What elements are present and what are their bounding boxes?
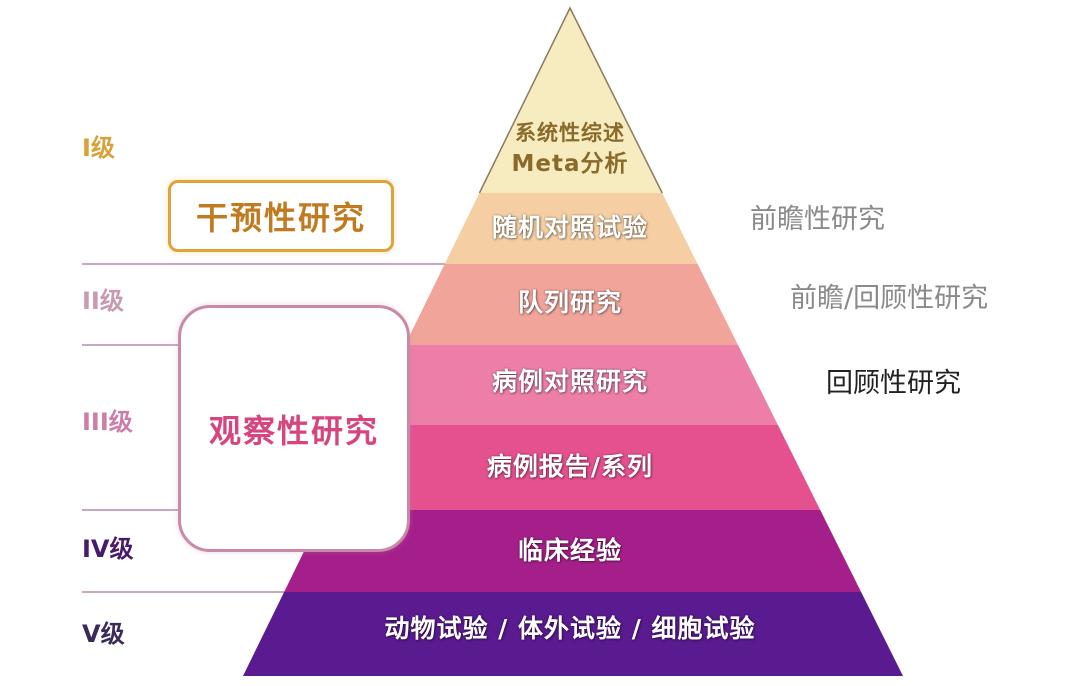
level-label-2: II级: [82, 287, 124, 315]
intervention-study-box: 干预性研究: [168, 180, 394, 252]
direction-label-retrospective: 回顾性研究: [826, 368, 961, 399]
tier-label-systematic-review-line1: 系统性综述: [515, 121, 625, 145]
tier-label-clinical-experience: 临床经验: [517, 536, 622, 565]
level-label-1: I级: [82, 134, 115, 162]
pyramid-tier-7: [243, 592, 903, 676]
pyramid-tier-2: [444, 193, 698, 264]
direction-label-prospective: 前瞻性研究: [750, 204, 885, 235]
level-label-5: V级: [82, 620, 125, 648]
pyramid-tier-5: [324, 425, 821, 510]
tier-label-animal-invitro-cell: 动物试验 / 体外试验 / 细胞试验: [384, 614, 756, 643]
tier-label-systematic-review: 系统性综述 Meta分析: [440, 118, 700, 182]
pyramid-tier-6: [284, 510, 862, 592]
intervention-study-label: 干预性研究: [195, 199, 366, 237]
direction-label-prospective-retrospective: 前瞻/回顾性研究: [790, 283, 989, 314]
level-label-4: IV级: [82, 535, 134, 563]
level-label-3: III级: [82, 408, 133, 436]
observational-study-label: 观察性研究: [208, 411, 379, 450]
tier-label-meta-analysis-line2: Meta分析: [511, 151, 629, 178]
pyramid-tier-1: [479, 8, 663, 193]
observational-study-box: 观察性研究: [178, 305, 410, 552]
tier-label-case-report-series: 病例报告/系列: [486, 452, 654, 481]
tier-label-rct: 随机对照试验: [491, 213, 648, 242]
pyramid-apex-outline: [478, 6, 663, 194]
pyramid-tier-3: [405, 264, 738, 345]
tier-label-case-control-study: 病例对照研究: [491, 367, 648, 396]
pyramid-tier-4: [365, 345, 778, 425]
tier-label-cohort-study: 队列研究: [517, 288, 622, 317]
